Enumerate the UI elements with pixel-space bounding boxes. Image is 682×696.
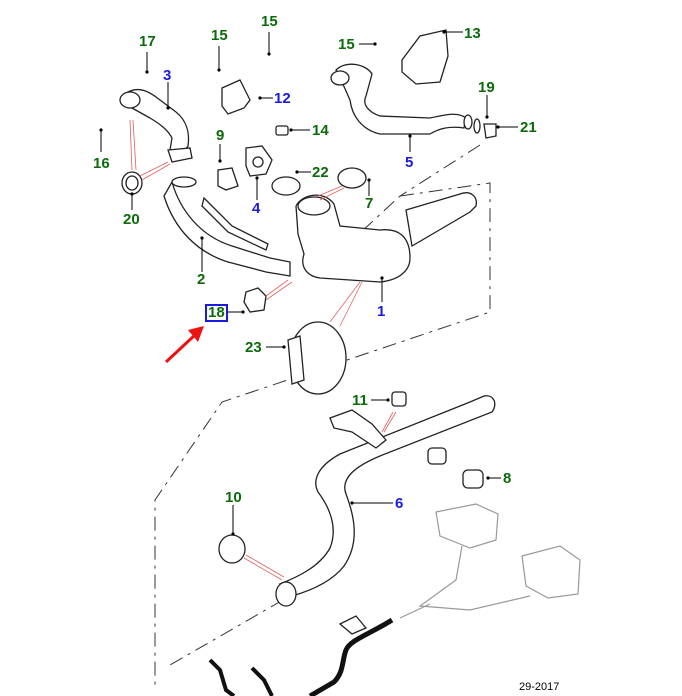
callout-23[interactable]: 23	[245, 339, 262, 356]
part-23-band-clamp[interactable]	[287, 321, 347, 395]
selection-pointer-arrow	[164, 326, 204, 364]
callout-21[interactable]: 21	[520, 119, 537, 136]
callout-22[interactable]: 22	[312, 164, 329, 181]
callout-leaders	[99, 30, 518, 536]
part-19-ring[interactable]	[473, 118, 481, 134]
callout-9[interactable]: 9	[216, 127, 225, 144]
part-7-clamp[interactable]	[337, 167, 367, 189]
callout-16[interactable]: 16	[93, 155, 110, 172]
callout-10[interactable]: 10	[225, 489, 242, 506]
part-20-gasket[interactable]	[121, 171, 143, 195]
callout-15[interactable]: 15	[338, 36, 355, 53]
callout-6[interactable]: 6	[395, 495, 404, 512]
callout-14[interactable]: 14	[312, 122, 329, 139]
part-5-pipe[interactable]	[330, 63, 473, 135]
callout-13[interactable]: 13	[464, 25, 481, 42]
callout-4[interactable]: 4	[252, 200, 261, 217]
part-1-catalytic-converter[interactable]	[295, 192, 477, 283]
callout-18-selected[interactable]: 18	[205, 304, 228, 322]
callout-19[interactable]: 19	[478, 79, 495, 96]
part-3-downpipe-elbow[interactable]	[119, 88, 193, 163]
callout-12[interactable]: 12	[274, 90, 291, 107]
callout-15[interactable]: 15	[211, 27, 228, 44]
callout-17[interactable]: 17	[139, 33, 156, 50]
wiring-harness-reference	[208, 615, 394, 696]
callout-1[interactable]: 1	[377, 303, 386, 320]
red-leader-lines	[129, 119, 397, 581]
part-8-insulator[interactable]	[427, 447, 484, 489]
callout-2[interactable]: 2	[197, 271, 206, 288]
callout-5[interactable]: 5	[405, 154, 414, 171]
part-13-heat-shield[interactable]	[401, 29, 449, 85]
rear-mufflers-reference	[399, 503, 581, 619]
callout-20[interactable]: 20	[123, 211, 140, 228]
part-14-sensor[interactable]	[275, 125, 289, 136]
part-9-gasket[interactable]	[217, 167, 239, 191]
part-21-clamp[interactable]	[483, 123, 497, 139]
part-18-clamp[interactable]	[243, 287, 267, 313]
assembly-boundary	[154, 144, 491, 690]
callout-8[interactable]: 8	[503, 470, 512, 487]
callout-3[interactable]: 3	[163, 67, 172, 84]
callout-15[interactable]: 15	[261, 13, 278, 30]
part-12-bracket[interactable]	[221, 79, 251, 115]
callout-11[interactable]: 11	[352, 392, 368, 409]
callout-7[interactable]: 7	[365, 195, 374, 212]
part-4-gasket[interactable]	[245, 145, 273, 177]
part-6-intermediate-pipe[interactable]	[275, 395, 496, 607]
diagram-code: 29-2017	[519, 681, 560, 693]
part-22-ring[interactable]	[271, 176, 301, 196]
part-11-hanger[interactable]	[329, 391, 407, 449]
part-10-clamp[interactable]	[218, 534, 246, 564]
part-2-front-pipe[interactable]	[163, 176, 291, 277]
